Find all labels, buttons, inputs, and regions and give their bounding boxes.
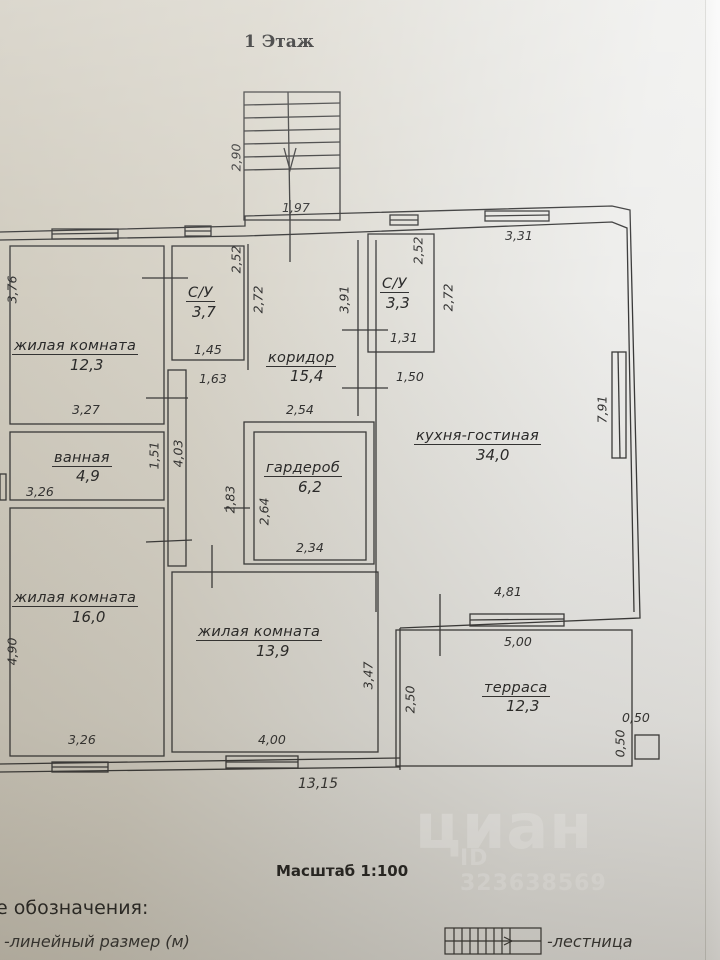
dim-bathroom-height: 1,51 bbox=[146, 441, 162, 470]
room-area-living-1: 12,3 bbox=[70, 356, 104, 374]
dim-wc-1-height: 2,52 bbox=[228, 245, 244, 274]
room-area-terrace: 12,3 bbox=[506, 697, 540, 715]
dim-corridor-4: 4,03 bbox=[170, 439, 186, 468]
legend-title: е обозначения: bbox=[0, 897, 149, 919]
watermark-id: ID 323638569 bbox=[460, 846, 607, 896]
dim-kitchen-4: 7,91 bbox=[594, 395, 610, 424]
room-name-wc-2: С/У bbox=[380, 276, 409, 293]
legend-item-stair: -лестница bbox=[547, 932, 633, 951]
dim-wardrobe-3: 2,34 bbox=[296, 540, 324, 555]
dim-kitchen-1: 3,31 bbox=[505, 228, 533, 243]
room-name-living-3: жилая комната bbox=[196, 624, 323, 641]
room-area-kitchen-living: 34,0 bbox=[476, 446, 510, 464]
dim-living-3-height: 3,47 bbox=[360, 661, 376, 690]
dim-living-1-height: 3,76 bbox=[4, 275, 20, 304]
room-area-corridor: 15,4 bbox=[290, 367, 324, 385]
room-name-kitchen-living: кухня-гостиная bbox=[414, 428, 541, 445]
dim-wardrobe-1: 2,83 bbox=[222, 485, 238, 514]
dim-overall-width: 13,15 bbox=[298, 776, 339, 792]
room-name-corridor: коридор bbox=[266, 350, 337, 367]
room-area-bathroom: 4,9 bbox=[76, 467, 100, 485]
dim-wc-2-width: 1,31 bbox=[390, 330, 418, 345]
room-area-wardrobe: 6,2 bbox=[298, 478, 322, 496]
legend-stair-icon bbox=[444, 927, 542, 955]
floor-title: 1 Этаж bbox=[244, 32, 314, 52]
dim-living-1-width: 3,27 bbox=[72, 402, 100, 417]
dim-wardrobe-2: 2,64 bbox=[256, 497, 272, 526]
room-area-living-3: 13,9 bbox=[256, 642, 290, 660]
dim-terrace-3: 0,50 bbox=[622, 710, 650, 725]
room-name-terrace: терраса bbox=[482, 680, 550, 697]
watermark-brand: циан bbox=[415, 790, 594, 863]
paper-edge bbox=[705, 0, 720, 960]
dim-living-2-width: 3,26 bbox=[68, 732, 96, 747]
dim-corridor-3: 2,54 bbox=[286, 402, 314, 417]
dim-stair-length: 2,90 bbox=[228, 143, 244, 172]
dim-kitchen-5: 4,81 bbox=[494, 584, 522, 599]
dim-kitchen-2: 2,72 bbox=[440, 283, 456, 312]
dim-living-2-height: 4,90 bbox=[4, 637, 20, 666]
room-name-living-2: жилая комната bbox=[12, 590, 139, 607]
dim-bathroom-width: 3,26 bbox=[26, 484, 54, 499]
dim-kitchen-3: 1,50 bbox=[396, 369, 424, 384]
dim-living-3-width: 4,00 bbox=[258, 732, 286, 747]
dim-wc-1-width: 1,45 bbox=[194, 342, 222, 357]
dim-corridor-2: 1,63 bbox=[199, 371, 227, 386]
room-name-wc-1: С/У bbox=[186, 285, 215, 302]
dim-stair-width: 1,97 bbox=[282, 200, 310, 215]
dim-terrace-4: 0,50 bbox=[612, 729, 628, 758]
room-name-living-1: жилая комната bbox=[12, 338, 139, 355]
room-name-bathroom: ванная bbox=[52, 450, 112, 467]
room-name-wardrobe: гардероб bbox=[264, 460, 343, 477]
dim-wc-2-height: 2,52 bbox=[410, 236, 426, 265]
room-area-living-2: 16,0 bbox=[72, 608, 106, 626]
legend-item-linear-size: -линейный размер (м) bbox=[4, 932, 190, 951]
dim-terrace-1: 5,00 bbox=[504, 634, 532, 649]
dim-corridor-1: 2,72 bbox=[250, 285, 266, 314]
room-area-wc-2: 3,3 bbox=[386, 294, 410, 312]
room-area-wc-1: 3,7 bbox=[192, 303, 216, 321]
dim-corridor-5: 3,91 bbox=[336, 285, 352, 314]
dim-terrace-2: 2,50 bbox=[402, 685, 418, 714]
stair-symbol bbox=[243, 91, 341, 221]
scale-label: Масштаб 1:100 bbox=[276, 862, 409, 880]
